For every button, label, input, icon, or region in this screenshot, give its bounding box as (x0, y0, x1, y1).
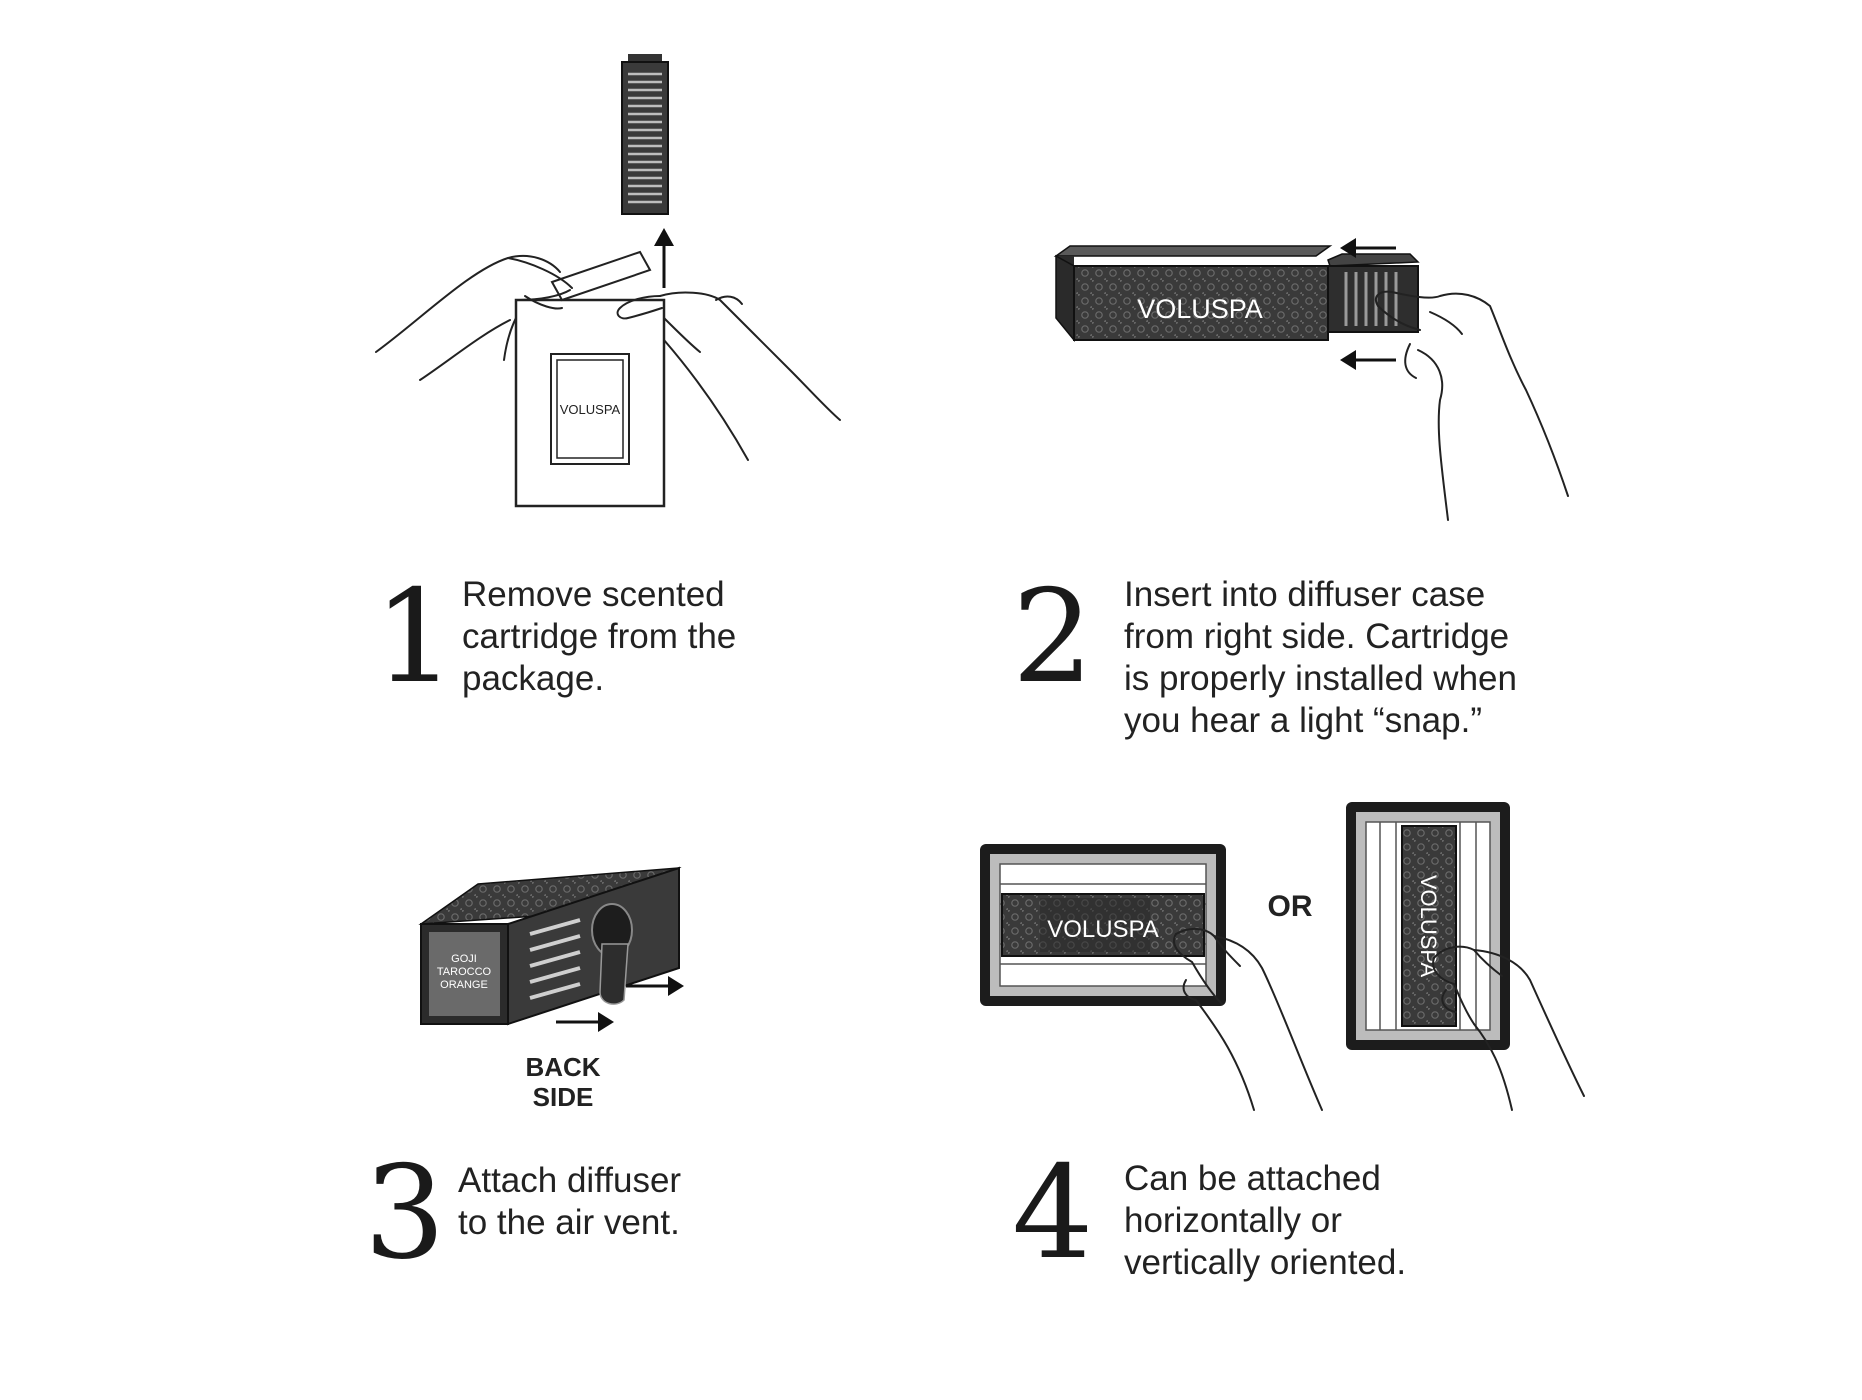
scented-cartridge (621, 54, 669, 215)
package-label: VOLUSPA (560, 402, 621, 417)
step-description: Attach diffuser to the air vent. (458, 1161, 682, 1242)
inserted-cartridge (1327, 253, 1420, 333)
horizontal-case-label: VOLUSPA (1047, 916, 1159, 943)
back-side-label: BACK (525, 1052, 600, 1082)
inserting-hand (1374, 290, 1569, 521)
scent-label-line: TAROCCO (437, 966, 492, 978)
step-description: Insert into diffuser case from right sid… (1124, 575, 1517, 740)
horizontal-vent: VOLUSPA (980, 844, 1226, 1006)
hand-horizontal (1173, 928, 1323, 1111)
step4-illustration: VOLUSPA OR VOLUSPA (980, 802, 1585, 1111)
step-description: Remove scented cartridge from the packag… (462, 575, 737, 698)
case-label: VOLUSPA (1137, 294, 1263, 324)
scent-label-line: GOJI (451, 953, 477, 965)
vertical-vent: VOLUSPA (1346, 802, 1510, 1050)
left-hand (375, 254, 573, 381)
or-label: OR (1268, 890, 1313, 923)
scent-label-line: ORANGE (440, 979, 488, 991)
arrow-left-icon (1340, 350, 1396, 370)
arrow-right-icon (556, 1012, 614, 1032)
right-hand (616, 291, 841, 461)
step1-illustration: VOLUSPA (375, 54, 841, 508)
step2-illustration: VOLUSPA (1053, 238, 1569, 521)
diffuser-side-face (507, 866, 680, 1026)
hand-vertical (1432, 945, 1585, 1111)
diffuser-end-face: GOJI TAROCCO ORANGE (420, 923, 509, 1025)
cartridge-package: VOLUSPA (514, 298, 666, 508)
arrow-up-icon (654, 228, 674, 288)
step-number: 2 (1012, 563, 1094, 712)
step-number: 4 (1012, 1139, 1094, 1288)
arrow-right-icon (626, 976, 684, 996)
step-number: 3 (364, 1139, 446, 1288)
vertical-case-label: VOLUSPA (1416, 875, 1441, 978)
step-description: Can be attached horizontally or vertical… (1124, 1159, 1407, 1282)
step3-illustration: GOJI TAROCCO ORANGE BACK SIDE (418, 866, 684, 1112)
arrow-left-icon (1340, 238, 1396, 258)
step-number: 1 (374, 563, 456, 712)
back-side-label: SIDE (533, 1082, 594, 1112)
diffuser-case: VOLUSPA (1053, 245, 1333, 343)
